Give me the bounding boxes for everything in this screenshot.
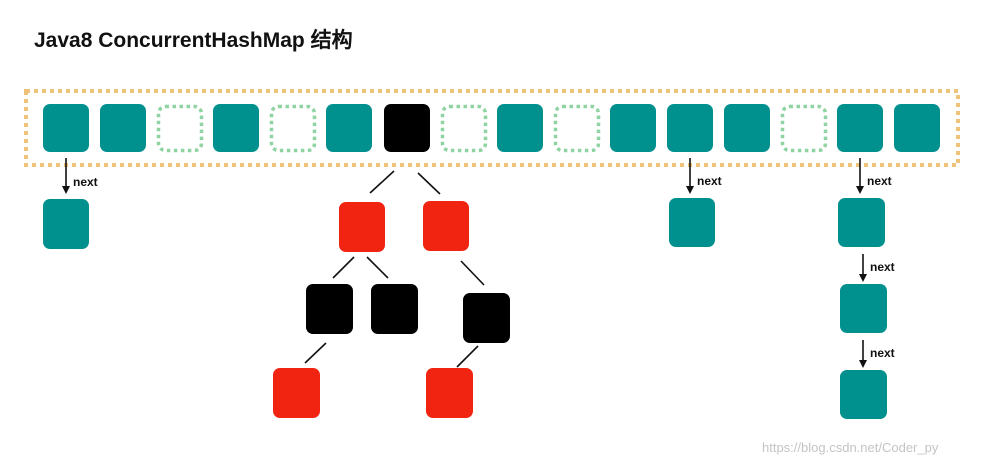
- list-node-bucket-14-2: [840, 284, 887, 333]
- next-label-bucket-11: next: [697, 174, 722, 188]
- tree-node-black-ll: [306, 284, 353, 334]
- tree-edge-root-left: [369, 170, 395, 194]
- empty-bucket-slot-2: [156, 104, 204, 153]
- tree-edge-ll-leaf: [304, 342, 327, 364]
- bucket-slot-15: [894, 104, 940, 152]
- red-black-tree-edges: [304, 170, 485, 368]
- bucket-slot-3: [213, 104, 259, 152]
- diagram-title: Java8 ConcurrentHashMap 结构: [34, 29, 353, 52]
- tree-node-red-left: [339, 202, 385, 252]
- next-label-bucket-14: next: [867, 174, 892, 188]
- bucket-slot-12: [724, 104, 770, 152]
- tree-node-black-lr: [371, 284, 418, 334]
- bucket-slot-0: [43, 104, 89, 152]
- list-node-bucket-14-1: [838, 198, 885, 247]
- watermark-url: https://blog.csdn.net/Coder_py: [762, 440, 939, 455]
- tree-node-red-right: [423, 201, 469, 251]
- next-label-list-node-2: next: [870, 346, 895, 360]
- empty-bucket-slot-9: [553, 104, 601, 153]
- hash-table-outline: [24, 89, 960, 167]
- red-black-tree-nodes: [273, 201, 510, 418]
- tree-edge-rl-leaf: [456, 345, 479, 368]
- bucket-slot-5: [326, 104, 372, 152]
- list-node-bucket-14-3: [840, 370, 887, 419]
- tree-node-red-leaf-left: [273, 368, 320, 418]
- empty-bucket-slot-13: [780, 104, 828, 153]
- linked-list-edges: [62, 158, 867, 368]
- tree-node-red-leaf-right: [426, 368, 473, 418]
- tree-edge-root-right: [417, 172, 441, 195]
- hash-table-slots: [43, 104, 940, 153]
- next-labels: next next next next next: [73, 174, 895, 360]
- next-label-bucket-0: next: [73, 175, 98, 189]
- empty-bucket-slot-4: [269, 104, 317, 153]
- linked-list-nodes: [43, 198, 887, 419]
- next-label-list-node-1: next: [870, 260, 895, 274]
- list-node-bucket-0: [43, 199, 89, 249]
- bucket-slot-1: [100, 104, 146, 152]
- bucket-slot-10: [610, 104, 656, 152]
- tree-edge-r-rl: [460, 260, 485, 286]
- tree-node-black-rl: [463, 293, 510, 343]
- bucket-slot-11: [667, 104, 713, 152]
- bucket-slot-14: [837, 104, 883, 152]
- tree-root-slot-6: [384, 104, 430, 152]
- list-node-bucket-11: [669, 198, 715, 247]
- empty-bucket-slot-7: [440, 104, 488, 153]
- tree-edge-l-lr: [366, 256, 389, 279]
- tree-edge-l-ll: [332, 256, 355, 279]
- bucket-slot-8: [497, 104, 543, 152]
